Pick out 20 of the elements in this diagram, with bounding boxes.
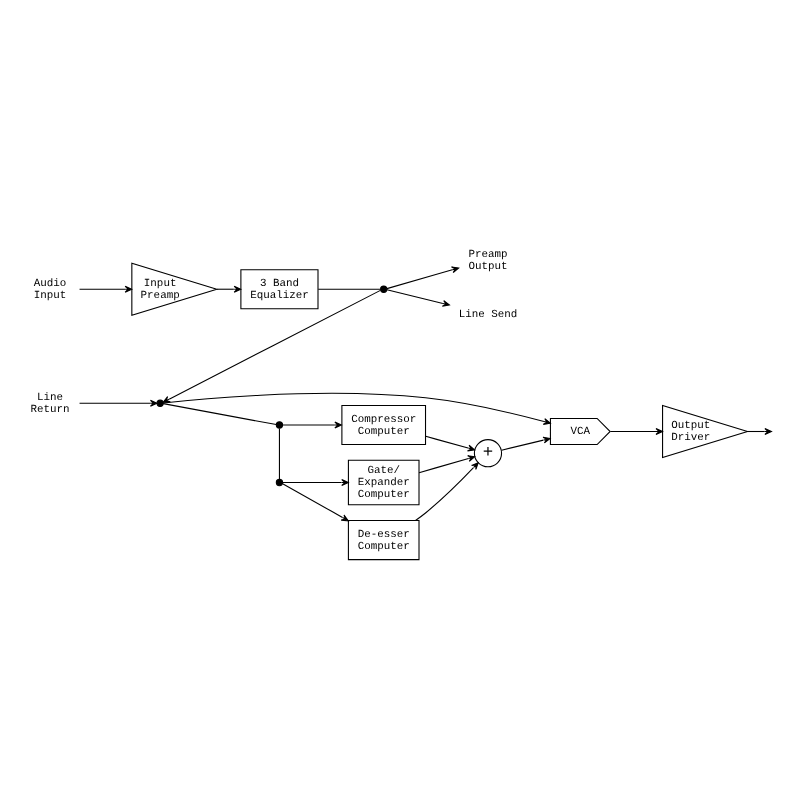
node-dot	[156, 399, 164, 407]
arrow	[282, 479, 349, 487]
arrow	[501, 436, 551, 451]
arrow	[216, 285, 242, 293]
arrow	[418, 455, 476, 474]
arrow	[386, 266, 460, 290]
arrow	[282, 421, 342, 429]
arrow	[609, 428, 664, 435]
node-dot	[275, 421, 284, 429]
node-dot	[380, 285, 388, 293]
arrow	[425, 435, 476, 452]
arrow	[79, 399, 158, 407]
arrow	[386, 289, 450, 307]
connector	[278, 427, 280, 480]
arrow	[79, 285, 133, 293]
arrow	[282, 483, 349, 522]
node-dot	[275, 478, 284, 487]
connector	[162, 403, 277, 426]
connector	[317, 288, 381, 290]
arrow	[414, 462, 479, 522]
